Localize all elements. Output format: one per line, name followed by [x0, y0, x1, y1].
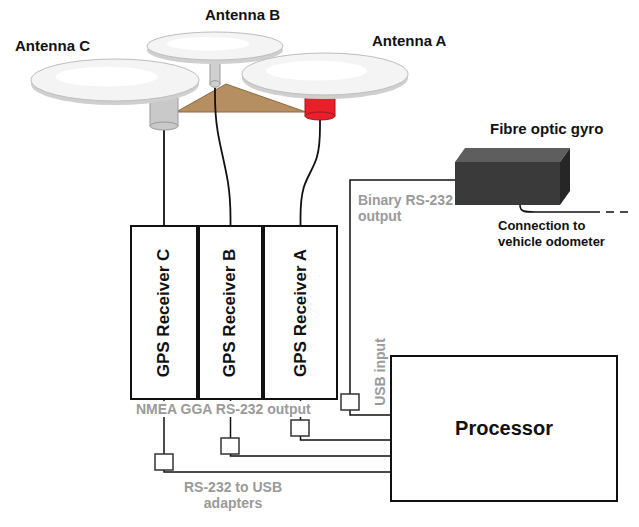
fibre-optic-gyro: Fibre optic gyro: [455, 148, 570, 205]
signal-label: Binary RS-232 output: [358, 192, 470, 224]
wire-label: Connection to vehicle odometer: [498, 218, 626, 250]
signal-label: NMEA GGA RS-232 output: [134, 401, 313, 417]
part-name: Antenna B: [205, 6, 280, 24]
antenna-cable: [215, 88, 231, 225]
usb-adapter: [341, 394, 359, 410]
gyro-front: [455, 162, 560, 205]
gps-receiver: GPS Receiver C: [130, 225, 198, 400]
antenna-stem-base: [150, 122, 178, 130]
processor-box: Processor: [390, 355, 618, 502]
antenna-shape: [30, 55, 205, 130]
antenna-stem-base: [305, 112, 335, 120]
usb-adapter: [291, 420, 309, 436]
gyro-shape: [455, 148, 570, 205]
usb-adapter: [221, 438, 239, 454]
part-name: Fibre optic gyro: [490, 120, 603, 138]
gps-receiver: GPS Receiver B: [198, 225, 263, 400]
box-label: GPS Receiver C: [154, 248, 174, 377]
box-label: GPS Receiver B: [221, 248, 241, 377]
gps-antenna: Antenna C: [30, 55, 205, 130]
box-label: GPS Receiver A: [291, 249, 311, 377]
antenna-disc: [242, 53, 408, 95]
gyro-top: [455, 148, 570, 162]
part-name: Antenna C: [15, 37, 90, 55]
box-label: Processor: [455, 417, 553, 440]
antenna-cable: [301, 120, 321, 225]
antenna-shape: [240, 52, 410, 120]
antenna-disc-highlight: [266, 61, 367, 81]
antenna-disc-highlight: [56, 67, 158, 87]
odometer-wire: [520, 205, 600, 212]
antenna-disc-highlight: [167, 37, 250, 51]
gps-antenna: Antenna A: [240, 52, 410, 120]
gyro-side: [560, 148, 570, 205]
antenna-cable: [163, 130, 165, 225]
part-name: Antenna A: [372, 32, 446, 50]
antenna-disc: [147, 32, 283, 60]
gps-receiver: GPS Receiver A: [263, 225, 338, 400]
odometer-wire-dashes: [606, 211, 628, 213]
antenna-disc: [31, 59, 199, 101]
antenna-stem-base: [210, 81, 220, 88]
usb-adapter: [155, 454, 173, 470]
adapter-label: RS-232 to USB adapters: [172, 479, 294, 511]
port-label: USB input: [372, 338, 388, 406]
